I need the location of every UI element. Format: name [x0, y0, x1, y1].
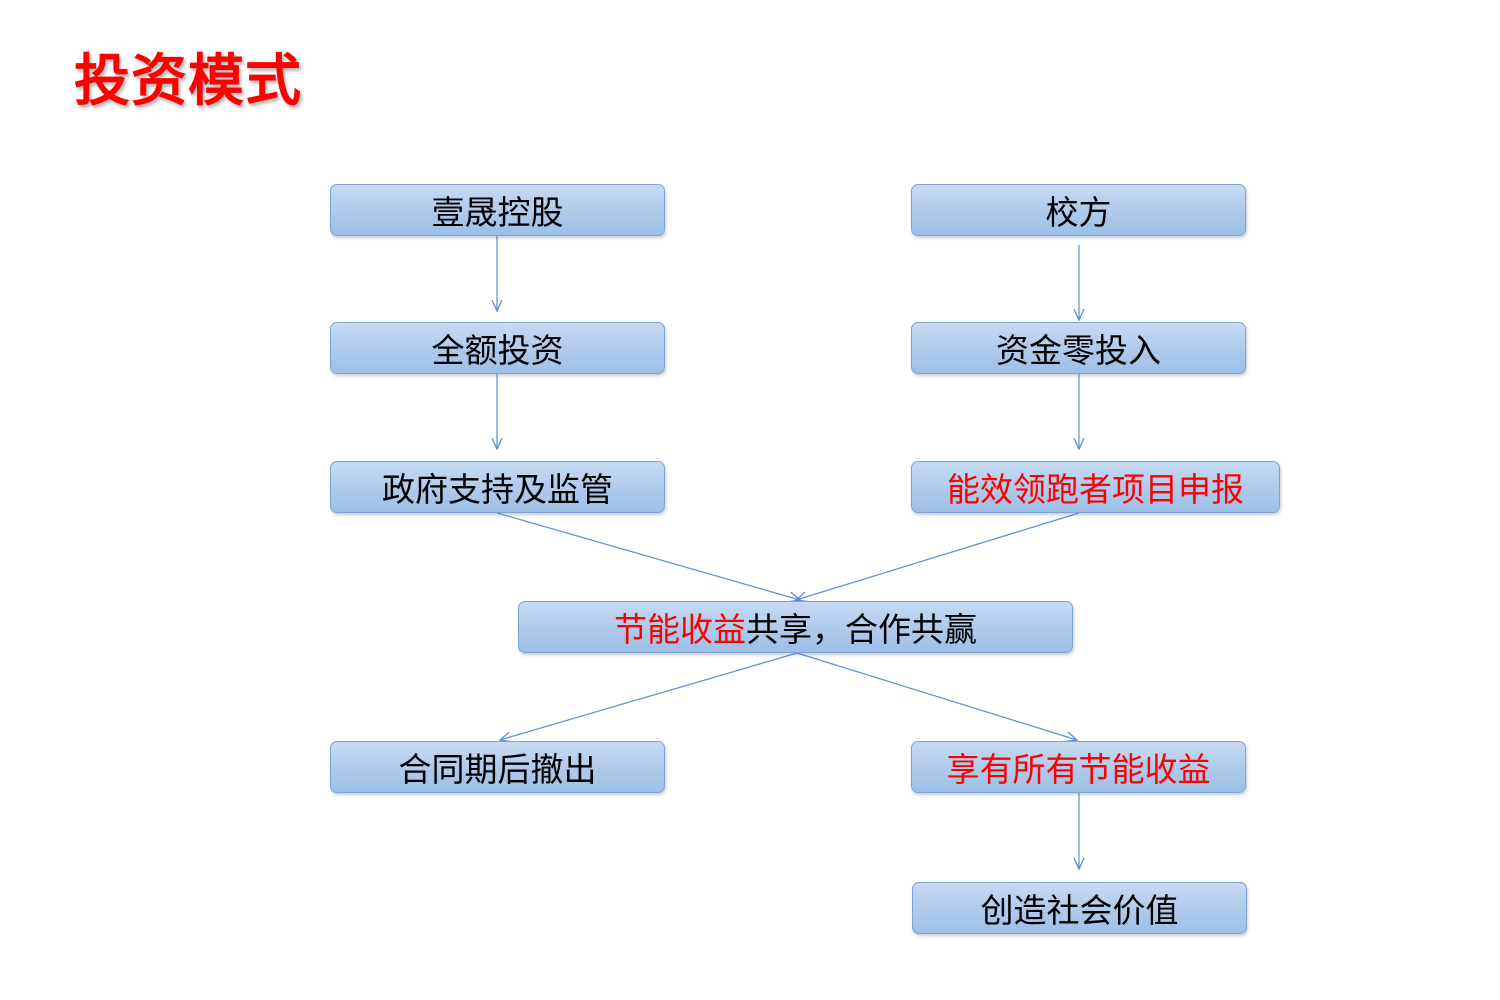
arrow-center-bottomright [796, 652, 1079, 743]
box-label: 创造社会价值 [980, 891, 1179, 930]
box-label: 享有所有节能收益 [946, 750, 1211, 789]
box-project-application: 能效领跑者项目申报 [911, 461, 1280, 513]
box-label: 共享，合作共赢 [746, 610, 977, 649]
arrow-right3-center [794, 512, 1080, 603]
box-label: 校方 [1045, 193, 1112, 232]
box-school: 校方 [911, 184, 1246, 236]
box-all-savings: 享有所有节能收益 [911, 741, 1246, 793]
box-label: 全额投资 [431, 331, 564, 370]
box-label: 资金零投入 [996, 331, 1161, 370]
box-exit-after-contract: 合同期后撤出 [330, 741, 665, 793]
box-shared-savings: 节能收益共享，合作共赢 [518, 601, 1073, 653]
box-yisheng-holdings: 壹晟控股 [330, 184, 665, 236]
arrow-left3-center [496, 512, 802, 603]
box-label-highlight: 节能收益 [614, 610, 746, 649]
box-full-investment: 全额投资 [330, 322, 665, 374]
box-label: 政府支持及监管 [382, 470, 613, 509]
box-label: 能效领跑者项目申报 [947, 470, 1244, 509]
box-zero-capital: 资金零投入 [911, 322, 1246, 374]
box-label: 壹晟控股 [431, 193, 564, 232]
box-label: 合同期后撤出 [398, 750, 597, 789]
arrow-center-bottomleft [498, 652, 798, 743]
box-social-value: 创造社会价值 [912, 882, 1247, 934]
box-government-support: 政府支持及监管 [330, 461, 665, 513]
page-title: 投资模式 [74, 49, 302, 114]
